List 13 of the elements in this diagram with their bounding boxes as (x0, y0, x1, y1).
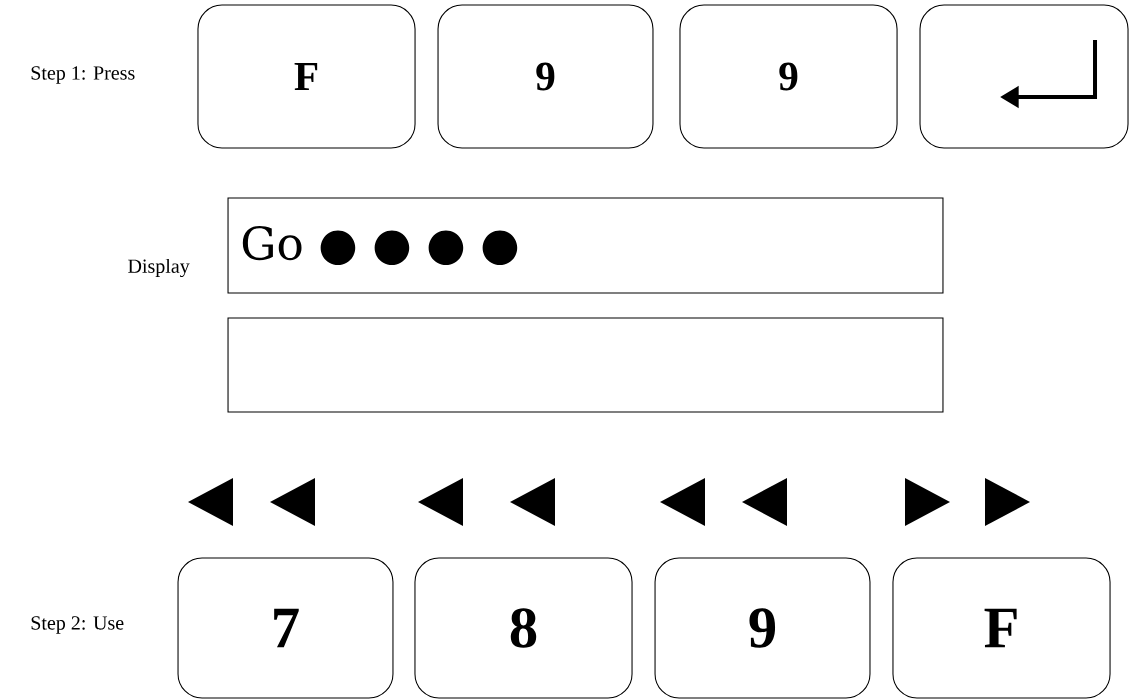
key-button: 9 (654, 557, 871, 699)
key-button: 8 (414, 557, 633, 699)
enter-key (919, 4, 1129, 149)
step-label: Step 1: Press (31, 66, 135, 84)
key-button: F (892, 557, 1111, 699)
key-button: 7 (177, 557, 394, 699)
step-label: Step 2: Use (31, 616, 124, 634)
key-button: F (197, 4, 416, 149)
key-button: 9 (437, 4, 654, 149)
display-field (227, 317, 944, 413)
step-label: Display (128, 258, 190, 278)
key-button: 9 (679, 4, 898, 149)
display-field: Go ● ● ● ● (227, 197, 944, 294)
